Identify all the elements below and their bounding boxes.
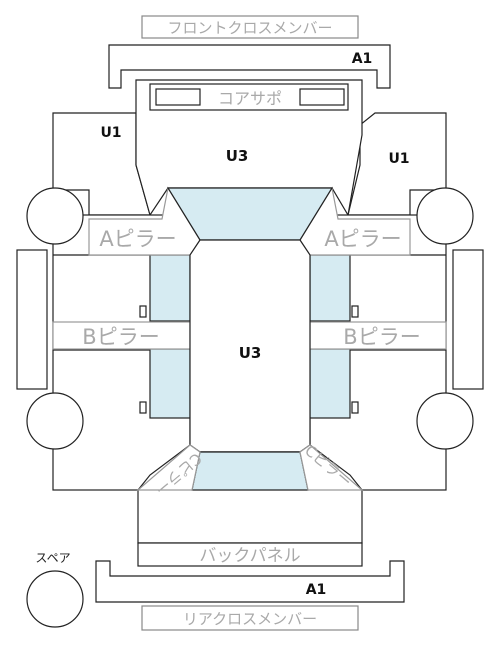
right-rear-window — [309, 348, 351, 419]
front-a1-label: A1 — [352, 51, 373, 67]
left-c-pillar — [136, 444, 201, 491]
front-right-wheel — [416, 187, 474, 245]
right-front-window — [309, 254, 351, 322]
spare-label: スペア — [35, 551, 70, 565]
left-rear-window — [149, 348, 191, 419]
rear-left-wheel — [26, 392, 84, 450]
right-rear-door-handle — [351, 401, 359, 414]
left-rear-door-handle — [139, 401, 147, 414]
left-b-pillar-label: Bピラー — [82, 325, 159, 349]
right-b-pillar-label: Bピラー — [343, 325, 420, 349]
hood-u3-label: U3 — [226, 147, 249, 165]
rear-cross-member-label: リアクロスメンバー — [183, 610, 317, 628]
core-support-label: コアサポ — [218, 89, 282, 108]
cabin-u3-label: U3 — [239, 344, 262, 362]
right-c-pillar — [299, 444, 364, 491]
left-b-pillar — [52, 321, 191, 350]
front-cross-member-box — [141, 15, 359, 39]
back-panel-box — [137, 542, 363, 567]
front-cross-member-label: フロントクロスメンバー — [167, 19, 332, 37]
right-u1-label: U1 — [388, 151, 409, 167]
left-front-window — [149, 254, 191, 322]
left-rocker-panel — [16, 249, 48, 390]
right-headlight — [299, 88, 345, 106]
right-rocker-panel — [452, 249, 484, 390]
right-a-pillar-label: Aピラー — [324, 227, 401, 251]
left-a-pillar-label: Aピラー — [99, 227, 176, 251]
front-left-wheel — [26, 187, 84, 245]
rear-window — [191, 451, 309, 491]
left-u1-label: U1 — [100, 125, 121, 141]
front-bumper-outline — [108, 44, 391, 89]
rear-cross-member-box — [141, 605, 359, 631]
left-headlight — [155, 88, 201, 106]
right-front-door-handle — [351, 305, 359, 318]
left-front-door-handle — [139, 305, 147, 318]
back-panel-label: バックパネル — [199, 546, 300, 566]
rear-right-wheel — [416, 392, 474, 450]
spare-tire — [26, 570, 84, 628]
rear-a1-label: A1 — [306, 582, 327, 598]
right-b-pillar — [309, 321, 447, 350]
rear-bumper-outline — [95, 560, 405, 603]
